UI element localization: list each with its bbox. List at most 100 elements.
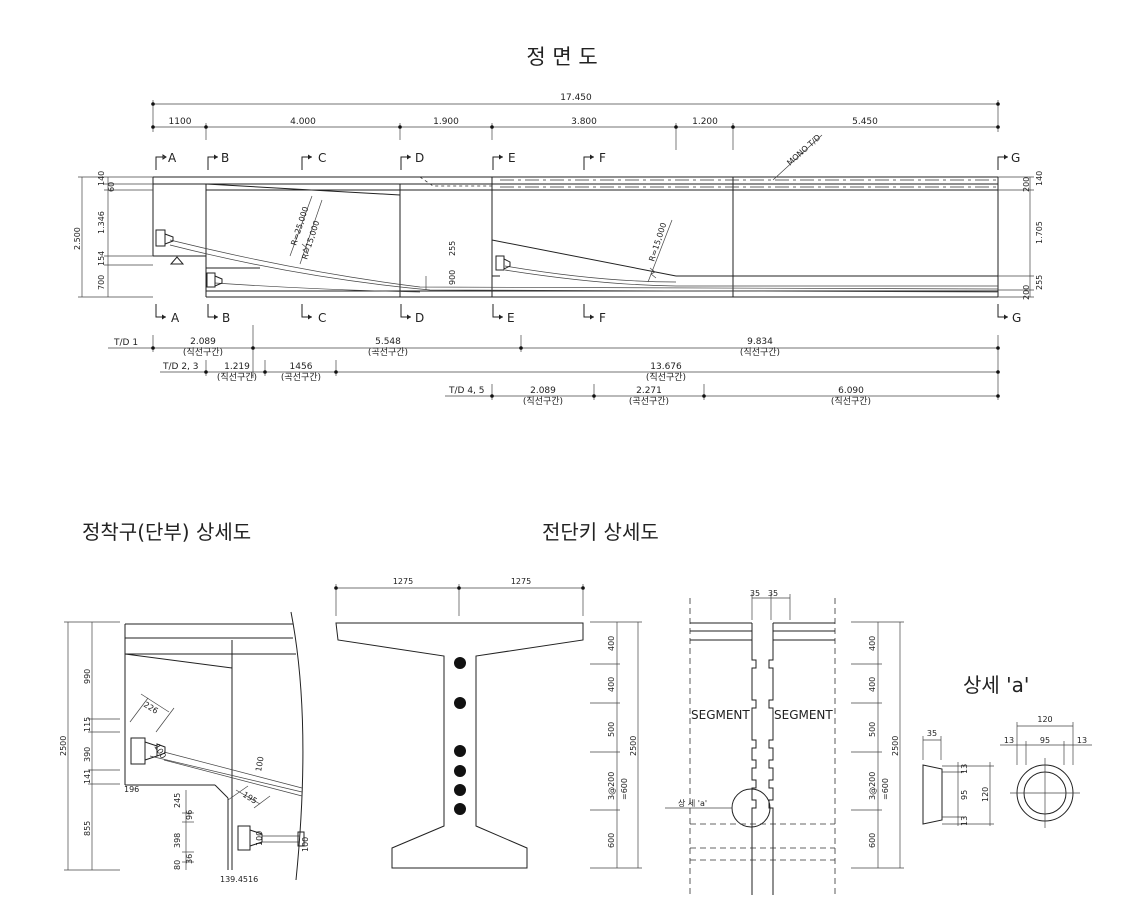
- girder-elevation: [152, 134, 999, 298]
- dim-label: 600: [607, 833, 616, 848]
- section-label: C: [318, 311, 326, 325]
- shear-key-title: 전단키 상세도: [542, 520, 659, 544]
- section-markers-bottom: A B C D E F G: [155, 304, 1021, 325]
- svg-text:(직선구간): (직선구간): [183, 347, 223, 358]
- svg-text:(곡선구간): (곡선구간): [629, 396, 669, 407]
- section-label: D: [415, 311, 424, 325]
- td-label: T/D 4, 5: [448, 386, 485, 396]
- dim-label: 1100: [169, 117, 192, 127]
- dim-label: 700: [97, 275, 106, 290]
- dim-label: 400: [607, 636, 616, 651]
- svg-text:(직선구간): (직선구간): [217, 372, 257, 383]
- dim-label: 140: [97, 171, 106, 186]
- td-dimension-rows: T/D 1 2.089 (직선구간) 5.548 (곡선구간) 9.834 (직…: [108, 325, 1000, 407]
- section-label: F: [599, 311, 606, 325]
- dim-label: 115: [83, 717, 92, 732]
- svg-text:5.548: 5.548: [375, 337, 401, 347]
- section-markers-top: A B C D E F G: [155, 151, 1020, 170]
- dim-label: =600: [620, 778, 629, 800]
- td-label: T/D 2, 3: [162, 362, 199, 372]
- dim-label: 2.500: [73, 227, 82, 250]
- dim-label: 900: [448, 270, 457, 285]
- dim-label: 100: [152, 743, 167, 761]
- dim-label: 400: [868, 677, 877, 692]
- dim-label: 95: [960, 790, 969, 800]
- anchor-detail-drawing: [64, 611, 305, 881]
- dim-label: 1.900: [433, 117, 459, 127]
- dim-label: 3@200: [868, 772, 877, 800]
- dim-label: 36: [185, 854, 194, 864]
- section-label: E: [507, 311, 515, 325]
- dim-label: 4.000: [290, 117, 316, 127]
- svg-text:1.219: 1.219: [224, 362, 250, 372]
- shear-key-drawing: [665, 594, 904, 895]
- dim-label: 255: [1035, 275, 1044, 290]
- overall-dimension: 17.450: [151, 93, 1000, 132]
- svg-text:9.834: 9.834: [747, 337, 773, 347]
- section-label: G: [1012, 311, 1021, 325]
- svg-text:6.090: 6.090: [838, 386, 864, 396]
- dim-label: 2500: [629, 736, 638, 756]
- section-label: C: [318, 151, 326, 165]
- svg-text:2.271: 2.271: [636, 386, 662, 396]
- svg-text:(직선구간): (직선구간): [523, 396, 563, 407]
- left-dimensions: [78, 176, 153, 298]
- detail-a-title: 상세 'a': [963, 673, 1029, 697]
- dim-label: 1.346: [97, 211, 106, 234]
- dim-label: 140: [1035, 171, 1044, 186]
- front-view-title: 정 면 도: [526, 45, 597, 69]
- section-label: E: [508, 151, 516, 165]
- dim-label: 600: [868, 833, 877, 848]
- section-label: A: [168, 151, 177, 165]
- section-label: B: [222, 311, 230, 325]
- anchor-detail-title: 정착구(단부) 상세도: [82, 520, 251, 544]
- section-label: D: [415, 151, 424, 165]
- dim-label: 95: [1040, 736, 1050, 745]
- section-label: A: [171, 311, 180, 325]
- dim-label: 1.705: [1035, 221, 1044, 244]
- dim-label: 990: [83, 669, 92, 684]
- dim-label: 500: [607, 722, 616, 737]
- dim-label: =600: [881, 778, 890, 800]
- dim-label: 195: [241, 790, 259, 806]
- dim-label: 400: [868, 636, 877, 651]
- dim-label: 35: [927, 729, 937, 738]
- section-label: G: [1011, 151, 1020, 165]
- right-dimensions: [998, 176, 1034, 298]
- dim-label: 398: [173, 833, 182, 848]
- dim-label: 100: [301, 837, 310, 852]
- dim-label: 2500: [59, 736, 68, 756]
- dim-label: 60: [107, 182, 116, 192]
- detail-reference-label: 상 세 'a': [678, 798, 707, 808]
- svg-text:13.676: 13.676: [650, 362, 682, 372]
- dim-label: 500: [868, 722, 877, 737]
- dim-label: 100: [254, 756, 266, 773]
- dim-label: 139.4516: [220, 875, 258, 884]
- dim-label: 3.800: [571, 117, 597, 127]
- radius-label: R=15,000: [647, 222, 668, 263]
- svg-text:2.089: 2.089: [530, 386, 556, 396]
- dim-label: 1275: [393, 577, 413, 586]
- dim-label: 390: [83, 747, 92, 762]
- svg-text:(직선구간): (직선구간): [646, 372, 686, 383]
- svg-text:(직선구간): (직선구간): [740, 347, 780, 358]
- mono-td-label: MONO T/D: [785, 133, 822, 168]
- dim-label: 226: [142, 700, 160, 716]
- dim-label: 1.200: [692, 117, 718, 127]
- dim-label: 13: [960, 764, 969, 774]
- dim-label: 1275: [511, 577, 531, 586]
- svg-text:(곡선구간): (곡선구간): [368, 347, 408, 358]
- dim-label: 35: [750, 589, 760, 598]
- dim-label: 120: [981, 787, 990, 802]
- dim-label: 13: [960, 816, 969, 826]
- dim-label: 196: [124, 785, 139, 794]
- dim-label: 400: [607, 677, 616, 692]
- td-label: T/D 1: [113, 338, 138, 348]
- dim-label: 35: [768, 589, 778, 598]
- segment-label: SEGMENT: [774, 708, 833, 722]
- cross-section-drawing: [334, 584, 642, 869]
- svg-text:(곡선구간): (곡선구간): [281, 372, 321, 383]
- dim-label: 80: [173, 860, 182, 870]
- svg-text:2.089: 2.089: [190, 337, 216, 347]
